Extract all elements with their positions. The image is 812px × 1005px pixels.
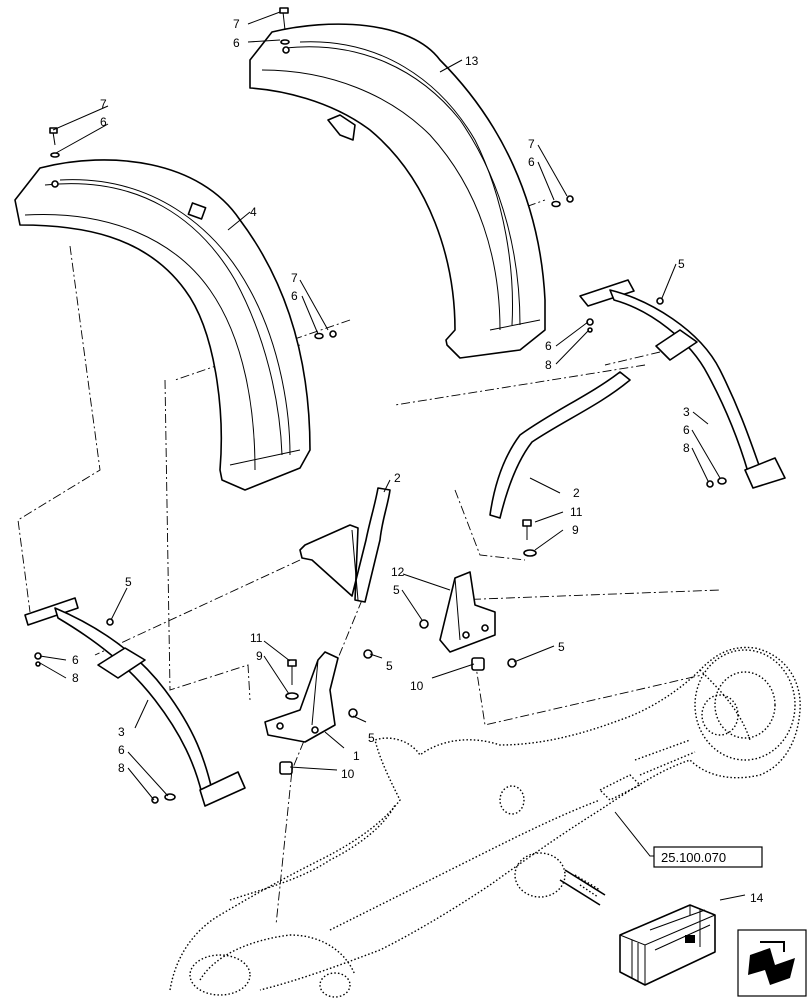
callout-labels: 7 6 13 7 6 4 7 6 7 6 5 6 8 3 6 8 2 2 11 … (72, 17, 764, 905)
callout-6: 6 (118, 743, 125, 757)
callout-2: 2 (573, 486, 580, 500)
callout-7: 7 (100, 97, 107, 111)
parts-kit-box-icon[interactable] (619, 904, 716, 986)
callout-6: 6 (72, 653, 79, 667)
fender-4[interactable] (14, 159, 311, 491)
callout-6: 6 (100, 115, 107, 129)
callout-3: 3 (683, 405, 690, 419)
fender-13[interactable] (249, 23, 546, 359)
bracket-3-right[interactable] (579, 279, 786, 489)
callout-5: 5 (386, 659, 393, 673)
callout-6: 6 (528, 155, 535, 169)
callout-11: 11 (250, 631, 263, 645)
support-1[interactable] (264, 651, 339, 743)
callout-9: 9 (572, 523, 579, 537)
callout-5: 5 (558, 640, 565, 654)
tube-2-right[interactable] (489, 371, 631, 519)
reference-label: 25.100.070 (661, 850, 726, 865)
callout-9: 9 (256, 649, 263, 663)
callout-7: 7 (291, 271, 298, 285)
callout-8: 8 (72, 671, 79, 685)
callout-7: 7 (233, 17, 240, 31)
front-axle-reference[interactable] (169, 646, 801, 998)
callout-6: 6 (545, 339, 552, 353)
callout-6: 6 (233, 36, 240, 50)
callout-3: 3 (118, 725, 125, 739)
callout-5: 5 (368, 731, 375, 745)
tube-2-center[interactable] (299, 487, 391, 603)
callout-2: 2 (394, 471, 401, 485)
reference-link-25-100-070[interactable]: 25.100.070 (653, 846, 763, 868)
callout-10: 10 (410, 679, 424, 693)
hardware (34, 7, 727, 804)
callout-12: 12 (391, 565, 405, 579)
callout-6: 6 (683, 423, 690, 437)
callout-5: 5 (393, 583, 400, 597)
callout-5: 5 (678, 257, 685, 271)
callout-6: 6 (291, 289, 298, 303)
callout-13: 13 (465, 54, 479, 68)
leader-lines (39, 11, 746, 901)
callout-7: 7 (528, 137, 535, 151)
callout-8: 8 (683, 441, 690, 455)
callout-8: 8 (118, 761, 125, 775)
callout-11: 11 (570, 505, 583, 519)
callout-8: 8 (545, 358, 552, 372)
callout-1: 1 (353, 749, 360, 763)
callout-14: 14 (750, 891, 764, 905)
callout-5: 5 (125, 575, 132, 589)
next-page-arrow-icon[interactable] (737, 929, 807, 997)
callout-4: 4 (250, 205, 257, 219)
bracket-3-left[interactable] (24, 597, 246, 807)
support-12[interactable] (439, 571, 496, 653)
callout-10: 10 (341, 767, 355, 781)
